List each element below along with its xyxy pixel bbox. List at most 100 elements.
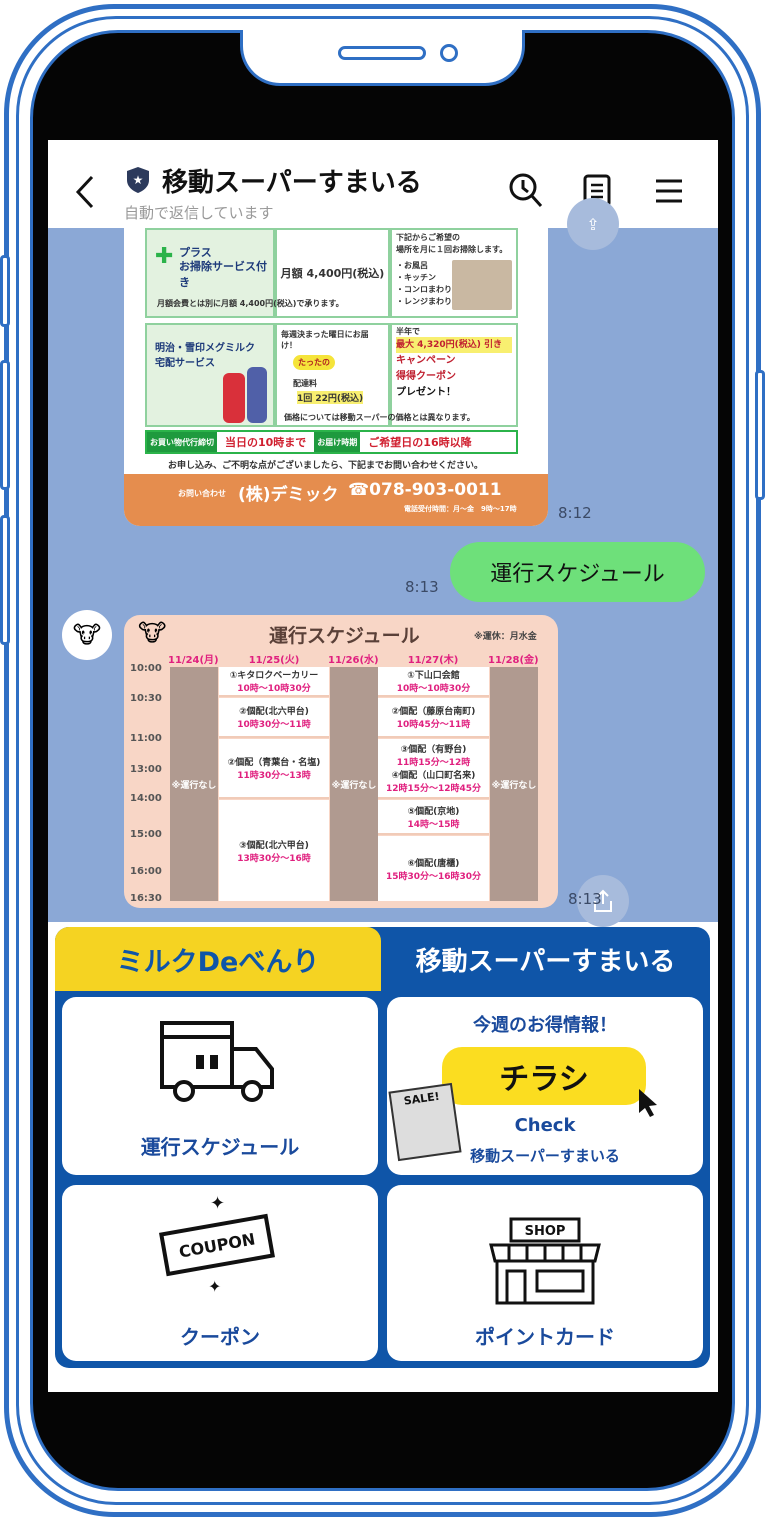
label: 得得クーポン (396, 371, 456, 382)
slot-time: 10時45分～11時 (396, 720, 471, 730)
avatar[interactable]: 🐮 (62, 610, 112, 660)
menu-icon[interactable] (654, 178, 684, 204)
schedule-block: ②個配（藤原台南町) 10時45分～11時 (378, 698, 489, 738)
chat-status: 自動で返信しています (124, 204, 274, 222)
milk-bottle (223, 373, 245, 423)
label: 価格については移動スーパーの価格とは異なります。 (284, 413, 475, 422)
contact-banner: お問い合わせ (株)デミック ☎078-903-0011 電話受付時間：月～金 … (124, 474, 548, 526)
message-text: 運行スケジュール (490, 562, 665, 587)
label: ・レンジまわり (396, 297, 452, 306)
place: ②個配（青葉台・名塩) (227, 758, 321, 768)
label: ご希望日の16時以降 (368, 436, 472, 449)
phone-frame-inner (16, 16, 749, 1505)
slot-time: 13時30分～16時 (237, 853, 311, 864)
schedule-block: ③個配（有野台) 11時15分～12時 ④個配（山口町名来) 12時15分～12時45… (378, 739, 489, 799)
label: ・お風呂 (396, 261, 428, 270)
share-button[interactable] (577, 875, 629, 927)
schedule-block: ②個配(北六甲台)10時30分～11時 (219, 698, 329, 738)
label: 当日の10時まで (225, 436, 307, 449)
clock-search-icon[interactable] (508, 172, 544, 210)
day-header: 11/28(金) (488, 655, 539, 666)
label: プラス (179, 246, 212, 259)
label: 配達料 (293, 379, 317, 388)
screen: ★ 移動スーパーすまいる 自動で返信しています ✚ プラス お掃除サービス付き … (48, 140, 718, 1392)
cleaning-price: 月額 4,400円(税込) (275, 228, 390, 318)
label: お問い合わせ (178, 489, 226, 498)
cleaning-name-cell: ✚ プラス お掃除サービス付き (145, 228, 275, 318)
schedule-menu-button[interactable]: 運行スケジュール (62, 997, 378, 1175)
label: 場所を月に１回お掃除します。 (396, 245, 508, 254)
menu-label: Check (514, 1115, 576, 1136)
point-card-menu-button[interactable]: SHOP ポイントカード (387, 1185, 703, 1361)
place: ④個配（山口町名来) (391, 771, 476, 781)
closed-note: ※運休：月水金 (474, 632, 537, 642)
rich-menu: ミルクDeべんり 移動スーパーすまいる 運行スケジュール 今週のお得情報！ チラ… (55, 927, 710, 1368)
chat-title: 移動スーパーすまいる (162, 168, 422, 198)
coupon-icon: COUPON (159, 1213, 275, 1277)
label: キャンペーン (396, 355, 456, 366)
menu-label: 移動スーパーすまいる (470, 1147, 620, 1165)
schedule-image[interactable]: 🐮 運行スケジュール ※運休：月水金 11/24(月) 11/25(火) 11/… (124, 615, 558, 908)
label: お掃除サービス付き (179, 260, 267, 289)
label: 電話受付時間：月～金 9時～17時 (404, 505, 517, 513)
schedule-block: ①下山口会館 10時～10時30分 (378, 667, 489, 697)
milk-fee-cell: 毎週決まった曜日にお届け！ たったの 配達料 1回 22円(税込) (275, 323, 390, 427)
tab-idou-super-smile[interactable]: 移動スーパーすまいる (415, 946, 676, 977)
label: 明治・雪印メグミルク (155, 343, 255, 354)
label: ☎078-903-0011 (348, 480, 502, 500)
tab-milk-de-benri[interactable]: ミルクDeべんり (55, 927, 381, 991)
back-chevron-icon[interactable] (74, 174, 96, 210)
label: 1回 22円(税込) (297, 391, 364, 404)
campaign-cell: 半年で 最大 4,320円(税込) 引き キャンペーン 得得クーポン プレゼント… (390, 323, 518, 427)
share-icon: ⇪ (586, 214, 600, 234)
no-service-column: ※運行なし (170, 667, 218, 901)
time-label: 10:30 (130, 693, 162, 704)
cleaning-note: 月額会費とは別に月額 4,400円(税込)で承ります。 (157, 299, 344, 308)
outgoing-message-bubble[interactable]: 運行スケジュール (450, 542, 705, 602)
day-header: 11/26(水) (328, 655, 379, 666)
camera (440, 44, 458, 62)
label: 最大 4,320円(税込) 引き (396, 337, 512, 353)
time-label: 15:00 (130, 829, 162, 840)
label: お申し込み、ご不明な点がございましたら、下記までお問い合わせください。 (168, 461, 484, 471)
schedule-block: ⑥個配(唐櫃)15時30分～16時30分 (378, 836, 489, 901)
shield-star-icon: ★ (127, 167, 149, 193)
share-button[interactable]: ⇪ (567, 198, 619, 250)
slot-time: 11時15分～12時 (396, 758, 471, 768)
plus-icon: ✚ (155, 244, 174, 269)
place: ②個配（藤原台南町) (391, 707, 476, 717)
time-label: 16:30 (130, 893, 162, 904)
label: プレゼント！ (396, 387, 456, 398)
slot-time: 12時15分～12時45分 (385, 784, 482, 794)
label: ・キッチン (396, 273, 436, 282)
no-service-column: ※運行なし (330, 667, 378, 901)
volume-up-button (0, 255, 10, 327)
schedule-block: ⑤個配(京地)14時～15時 (378, 800, 489, 835)
flyer-chip: チラシ (442, 1047, 646, 1105)
place: ③個配（有野台) (400, 745, 467, 755)
coupon-art-text: COUPON (177, 1228, 257, 1262)
svg-text:★: ★ (133, 173, 144, 187)
label: 毎週決まった曜日にお届け！ (281, 330, 369, 350)
message-time: 8:13 (405, 578, 439, 596)
milk-bottle (247, 367, 267, 423)
day-header: 11/25(火) (248, 655, 300, 666)
slot-time: 10時～10時30分 (396, 684, 471, 694)
flyer-image[interactable]: ✚ プラス お掃除サービス付き 月額 4,400円(税込) 下記からご希望の 場… (124, 228, 548, 526)
time-label: 13:00 (130, 764, 162, 775)
label: 宅配サービス (155, 358, 215, 369)
menu-label: 運行スケジュール (140, 1135, 300, 1159)
flyer-menu-button[interactable]: 今週のお得情報！ チラシ SALE! Check 移動スーパーすまいる (387, 997, 703, 1175)
place: ①キタロクベーカリー (229, 671, 319, 681)
shop-icon: SHOP (489, 1217, 601, 1305)
schedule-block: ③個配(北六甲台)13時30分～16時 (219, 800, 329, 901)
shop-sign: SHOP (525, 1224, 566, 1239)
sparkle-icon: ✦ (210, 1193, 226, 1214)
day-header: 11/27(木) (407, 655, 459, 666)
place: ①下山口会館 (407, 671, 460, 681)
coupon-menu-button[interactable]: COUPON ✦ ✦ クーポン (62, 1185, 378, 1361)
slot-time: 11時30分～13時 (237, 771, 311, 781)
time-label: 10:00 (130, 663, 162, 674)
chat-area[interactable]: ✚ プラス お掃除サービス付き 月額 4,400円(税込) 下記からご希望の 場… (48, 198, 718, 927)
